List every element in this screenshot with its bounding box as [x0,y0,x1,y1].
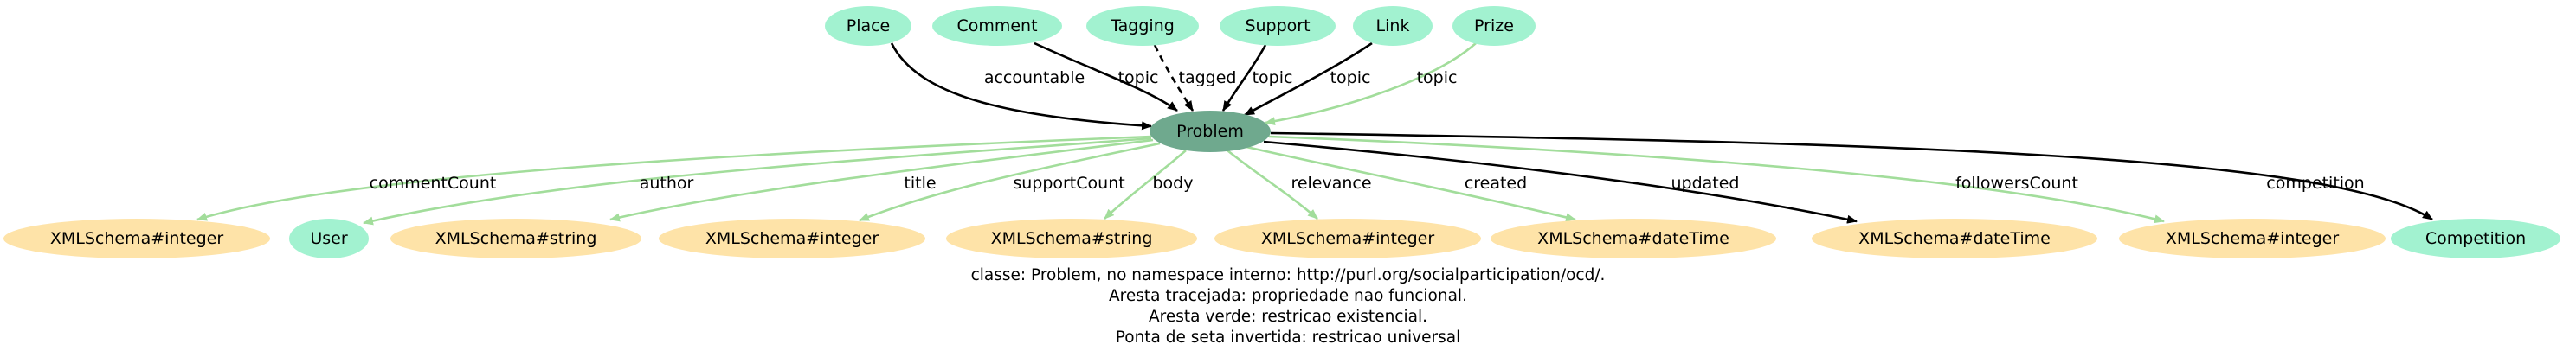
caption-line-1: classe: Problem, no namespace interno: h… [971,266,1606,284]
edge-link-topic [1244,41,1373,117]
node-support[interactable]: Support [1220,6,1336,46]
node-comment-label: Comment [956,16,1037,35]
edge-comment-topic-label: topic [1118,68,1159,87]
node-place[interactable]: Place [825,6,911,46]
edge-supportcount [859,142,1161,222]
edge-accountable-label: accountable [984,68,1085,87]
edge-followerscount-label: followersCount [1955,174,2078,193]
node-relevance-range-label: XMLSchema#integer [1261,229,1435,248]
node-supportcount-range-label: XMLSchema#integer [705,229,879,248]
edge-support-topic-label: topic [1253,68,1293,87]
node-problem[interactable]: Problem [1150,111,1271,152]
node-supportcount-range[interactable]: XMLSchema#integer [659,219,925,258]
edge-title-label: title [904,174,936,193]
node-prize[interactable]: Prize [1452,6,1536,46]
edge-prize-topic-label: topic [1417,68,1458,87]
edge-updated-label: updated [1671,174,1739,193]
edge-prize-topic [1265,42,1477,126]
node-problem-label: Problem [1176,122,1244,141]
node-relevance-range[interactable]: XMLSchema#integer [1214,219,1481,258]
edge-relevance [1227,149,1318,220]
edge-commentcount [196,135,1152,221]
edge-created-label: created [1465,174,1527,193]
diagram-caption: classe: Problem, no namespace interno: h… [971,266,1606,347]
node-updated-range[interactable]: XMLSchema#dateTime [1812,219,2097,258]
node-followerscount-range[interactable]: XMLSchema#integer [2119,219,2386,258]
node-tagging[interactable]: Tagging [1086,6,1199,46]
edge-body-label: body [1153,174,1194,193]
edge-comment-topic [1034,41,1178,112]
edge-supportcount-label: supportCount [1013,174,1124,193]
node-competition-label: Competition [2425,229,2526,248]
edge-followerscount [1268,135,2165,224]
edge-labels-layer: accountable topic tagged topic topic topic com… [370,68,2365,193]
edge-author [363,137,1152,226]
node-comment[interactable]: Comment [932,6,1062,46]
edge-relevance-label: relevance [1291,174,1371,193]
node-link[interactable]: Link [1353,6,1433,46]
edge-accountable [890,42,1152,131]
node-followerscount-range-label: XMLSchema#integer [2166,229,2340,248]
node-commentcount-range[interactable]: XMLSchema#integer [3,219,270,258]
node-prize-label: Prize [1474,16,1514,35]
caption-line-2: Aresta tracejada: propriedade nao funcio… [1109,287,1467,305]
node-updated-range-label: XMLSchema#dateTime [1858,229,2051,248]
node-user[interactable]: User [289,219,369,258]
edge-commentcount-label: commentCount [370,174,497,193]
node-created-range[interactable]: XMLSchema#dateTime [1491,219,1776,258]
edge-author-label: author [640,174,694,193]
edge-updated [1263,140,1858,224]
edges-layer [196,41,2433,226]
edge-tagged-label: tagged [1179,68,1237,87]
node-commentcount-range-label: XMLSchema#integer [50,229,224,248]
node-body-range-label: XMLSchema#string [991,229,1153,248]
node-title-range[interactable]: XMLSchema#string [390,219,641,258]
caption-line-3: Aresta verde: restricao existencial. [1149,308,1427,326]
node-user-label: User [310,229,347,248]
node-link-label: Link [1376,16,1410,35]
edge-created [1246,145,1576,222]
edge-competition [1270,131,2433,221]
edge-tagged [1153,44,1195,112]
edge-link-topic-label: topic [1330,68,1371,87]
node-support-label: Support [1245,16,1310,35]
node-place-label: Place [847,16,891,35]
edge-title [609,138,1154,222]
caption-line-4: Ponta de seta invertida: restricao unive… [1116,328,1460,347]
node-created-range-label: XMLSchema#dateTime [1537,229,1729,248]
edge-competition-label: competition [2266,174,2364,193]
lower-nodes: XMLSchema#integer User XMLSchema#string … [3,219,2560,258]
node-competition[interactable]: Competition [2391,219,2560,258]
upper-nodes: Place Comment Tagging Support Link Prize [825,6,1536,46]
node-title-range-label: XMLSchema#string [435,229,597,248]
node-tagging-label: Tagging [1110,16,1175,35]
edge-body [1104,150,1187,220]
node-body-range[interactable]: XMLSchema#string [946,219,1197,258]
edge-support-topic [1221,44,1267,112]
